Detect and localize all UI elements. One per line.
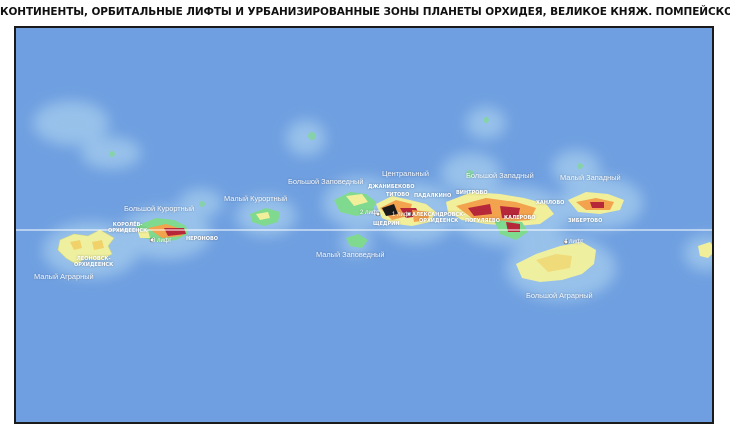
region-label-centralny: Центральный	[382, 169, 429, 178]
city-label-zibertovo: ЗИБЕРТОВО	[568, 218, 603, 224]
city-label-pogulyaevo: ПОГУЛЯЕВО	[465, 218, 500, 224]
region-label-maly-zapadny: Малый Западный	[560, 173, 621, 182]
lift-label-1: 1 лифт	[392, 212, 412, 218]
lift-1-marker	[406, 211, 412, 217]
map-frame: Малый Аграрный Большой Курортный Малый К…	[14, 26, 714, 424]
city-label-korolev: КОРОЛЁВ- ОРХИДЕЕНСК	[108, 222, 148, 234]
city-label-kalerovo: КАЛЕРОВО	[504, 215, 536, 221]
city-label-dzhanibekovo: ДЖАНИБЕКОВО	[368, 184, 415, 190]
planet-map	[16, 28, 712, 422]
lift-markers	[149, 211, 569, 245]
city-label-padalkino: ПАДАЛКИНО	[414, 193, 452, 199]
region-label-maly-agrarny: Малый Аграрный	[34, 272, 94, 281]
lift-4-marker	[563, 239, 569, 245]
map-title: КОНТИНЕНТЫ, ОРБИТАЛЬНЫЕ ЛИФТЫ И УРБАНИЗИ…	[0, 6, 730, 18]
lift-2-marker	[375, 211, 381, 217]
city-label-vintrovo: ВИНТРОВО	[456, 190, 488, 196]
city-label-neronovo: НЕРОНОВО	[186, 236, 219, 242]
city-label-aleksandrovsk: АЛЕКСАНДРОВСК- ОРХИДЕЕНСК	[412, 212, 466, 224]
city-label-khanlovo: ХАНЛОВО	[536, 200, 565, 206]
region-label-bolshoy-zapovedny: Большой Заповедный	[288, 177, 364, 186]
city-label-leonovsk: ЛЕОНОВСК- ОРХИДЕЕНСК	[74, 256, 114, 268]
region-label-maly-kurortny: Малый Курортный	[224, 194, 288, 203]
continent-maly-zapovedny	[346, 234, 368, 248]
continent-maly-agrarny	[57, 229, 115, 265]
region-label-maly-zapovedny: Малый Заповедный	[316, 250, 385, 259]
island-east	[698, 242, 712, 258]
city-label-titovo: ТИТОВО	[386, 192, 410, 198]
lift-3-marker	[149, 237, 155, 243]
lift-label-4: 4 лифт	[564, 239, 584, 245]
region-label-bolshoy-agrarny: Большой Аграрный	[526, 291, 593, 300]
lift-label-2: 2 лифт	[360, 210, 380, 216]
region-label-bolshoy-zapadny: Большой Западный	[466, 171, 534, 180]
lift-label-3: 3 лифт	[152, 238, 172, 244]
region-label-bolshoy-kurortny: Большой Курортный	[124, 204, 195, 213]
city-label-shchedrin: ЩЕДРИН	[373, 221, 400, 227]
